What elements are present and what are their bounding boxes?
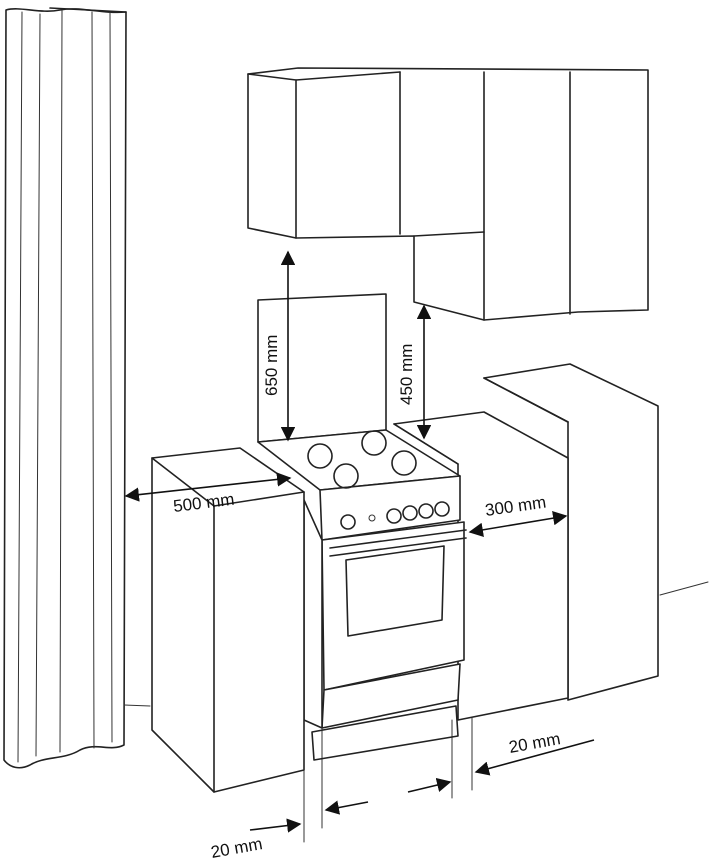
- curtain: [3, 7, 127, 769]
- dimension-label-650: 650 mm: [262, 335, 281, 396]
- right-tall-cabinet: [483, 363, 659, 701]
- dimension-label-20-left: 20 mm: [209, 834, 263, 862]
- dimension-label-20-right: 20 mm: [507, 729, 561, 757]
- dimension-arrows: [124, 250, 595, 833]
- dimension-label-450: 450 mm: [397, 344, 416, 405]
- right-base-cabinet: [393, 411, 569, 721]
- wall-lines: [123, 581, 709, 707]
- left-base-cabinet: [151, 447, 305, 793]
- floor-guides: [303, 705, 473, 843]
- upper-cabinets: [247, 67, 649, 321]
